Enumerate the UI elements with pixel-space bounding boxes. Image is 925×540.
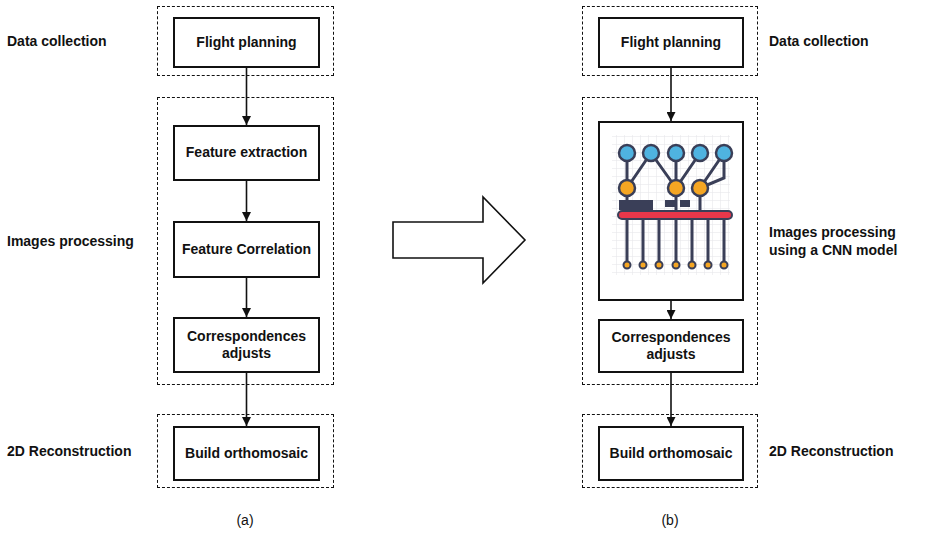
stage-group: Images processingFeature extractionFeatu… xyxy=(157,97,334,385)
figure-label: (b) xyxy=(650,512,690,528)
process-box: Flight planning xyxy=(173,17,320,68)
stage-label: Data collection xyxy=(769,32,919,50)
transition-arrow xyxy=(393,197,525,283)
process-box: Feature Correlation xyxy=(173,221,320,278)
stage-group: Images processing using a CNN modelCorre… xyxy=(582,97,758,385)
stage-label: Images processing using a CNN model xyxy=(769,223,919,259)
stage-label: Data collection xyxy=(7,32,152,50)
flow-arrow xyxy=(246,373,248,426)
box-label: Feature Correlation xyxy=(182,241,311,259)
stage-group: Data collectionFlight planning xyxy=(157,6,334,76)
stage-group: 2D ReconstructionBuild orthomosaic xyxy=(157,414,334,488)
stage-label: 2D Reconstruction xyxy=(7,442,152,460)
stage-label: Images processing xyxy=(7,232,152,250)
process-box: Flight planning xyxy=(598,17,744,68)
process-box: Build orthomosaic xyxy=(598,426,744,481)
flow-arrow xyxy=(670,373,672,426)
box-label: Correspondences adjusts xyxy=(181,328,312,363)
stage-group: 2D ReconstructionBuild orthomosaic xyxy=(582,414,758,488)
process-box: Correspondences adjusts xyxy=(598,319,744,373)
box-label: Correspondences adjusts xyxy=(606,329,736,364)
process-box: Feature extraction xyxy=(173,125,320,181)
cnn-icon xyxy=(612,135,732,275)
box-label: Flight planning xyxy=(196,34,296,52)
box-label: Feature extraction xyxy=(186,144,307,162)
process-box: Correspondences adjusts xyxy=(173,317,320,373)
flow-arrow xyxy=(670,301,672,319)
stage-label: 2D Reconstruction xyxy=(769,442,919,460)
process-box: Build orthomosaic xyxy=(173,426,320,481)
flow-arrow xyxy=(246,278,248,317)
box-label: Build orthomosaic xyxy=(185,445,308,463)
cnn-box xyxy=(598,121,744,301)
stage-group: Data collectionFlight planning xyxy=(582,6,758,76)
box-label: Flight planning xyxy=(621,34,721,52)
box-label: Build orthomosaic xyxy=(610,445,733,463)
flow-arrow xyxy=(246,181,248,221)
figure-label: (a) xyxy=(225,512,265,528)
